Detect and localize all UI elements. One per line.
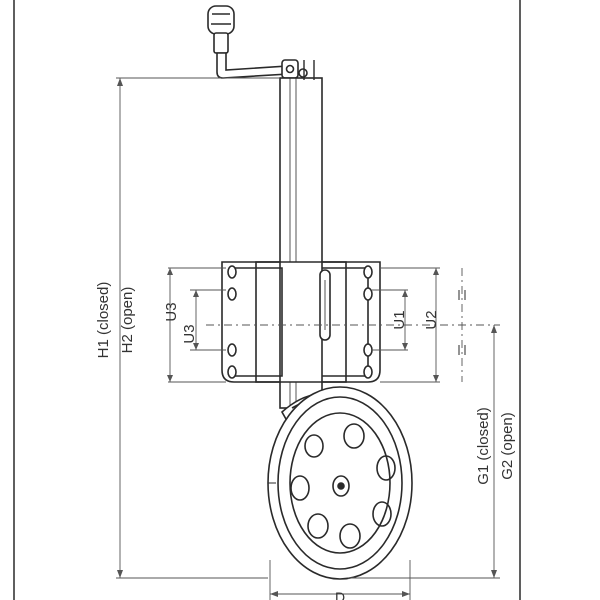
mounting-clamp: [221, 261, 381, 383]
dimension-arrows: [117, 78, 497, 597]
u1-label: U1: [391, 310, 408, 329]
drawing-frame: [13, 0, 521, 600]
u2-label: U2: [423, 310, 440, 329]
u3-inner-label: U3: [181, 324, 198, 343]
g1-label: G1 (closed): [475, 407, 492, 485]
g2-label: G2 (open): [499, 412, 516, 480]
centerline-markers: [458, 290, 466, 355]
crank-handle: [207, 5, 308, 79]
u3-outer-label: U3: [163, 302, 180, 321]
h1-label: H1 (closed): [95, 282, 112, 359]
wheel: [267, 386, 413, 580]
dimension-lines: [116, 77, 500, 600]
h2-label: H2 (open): [119, 287, 136, 354]
d-label: D: [335, 589, 345, 600]
